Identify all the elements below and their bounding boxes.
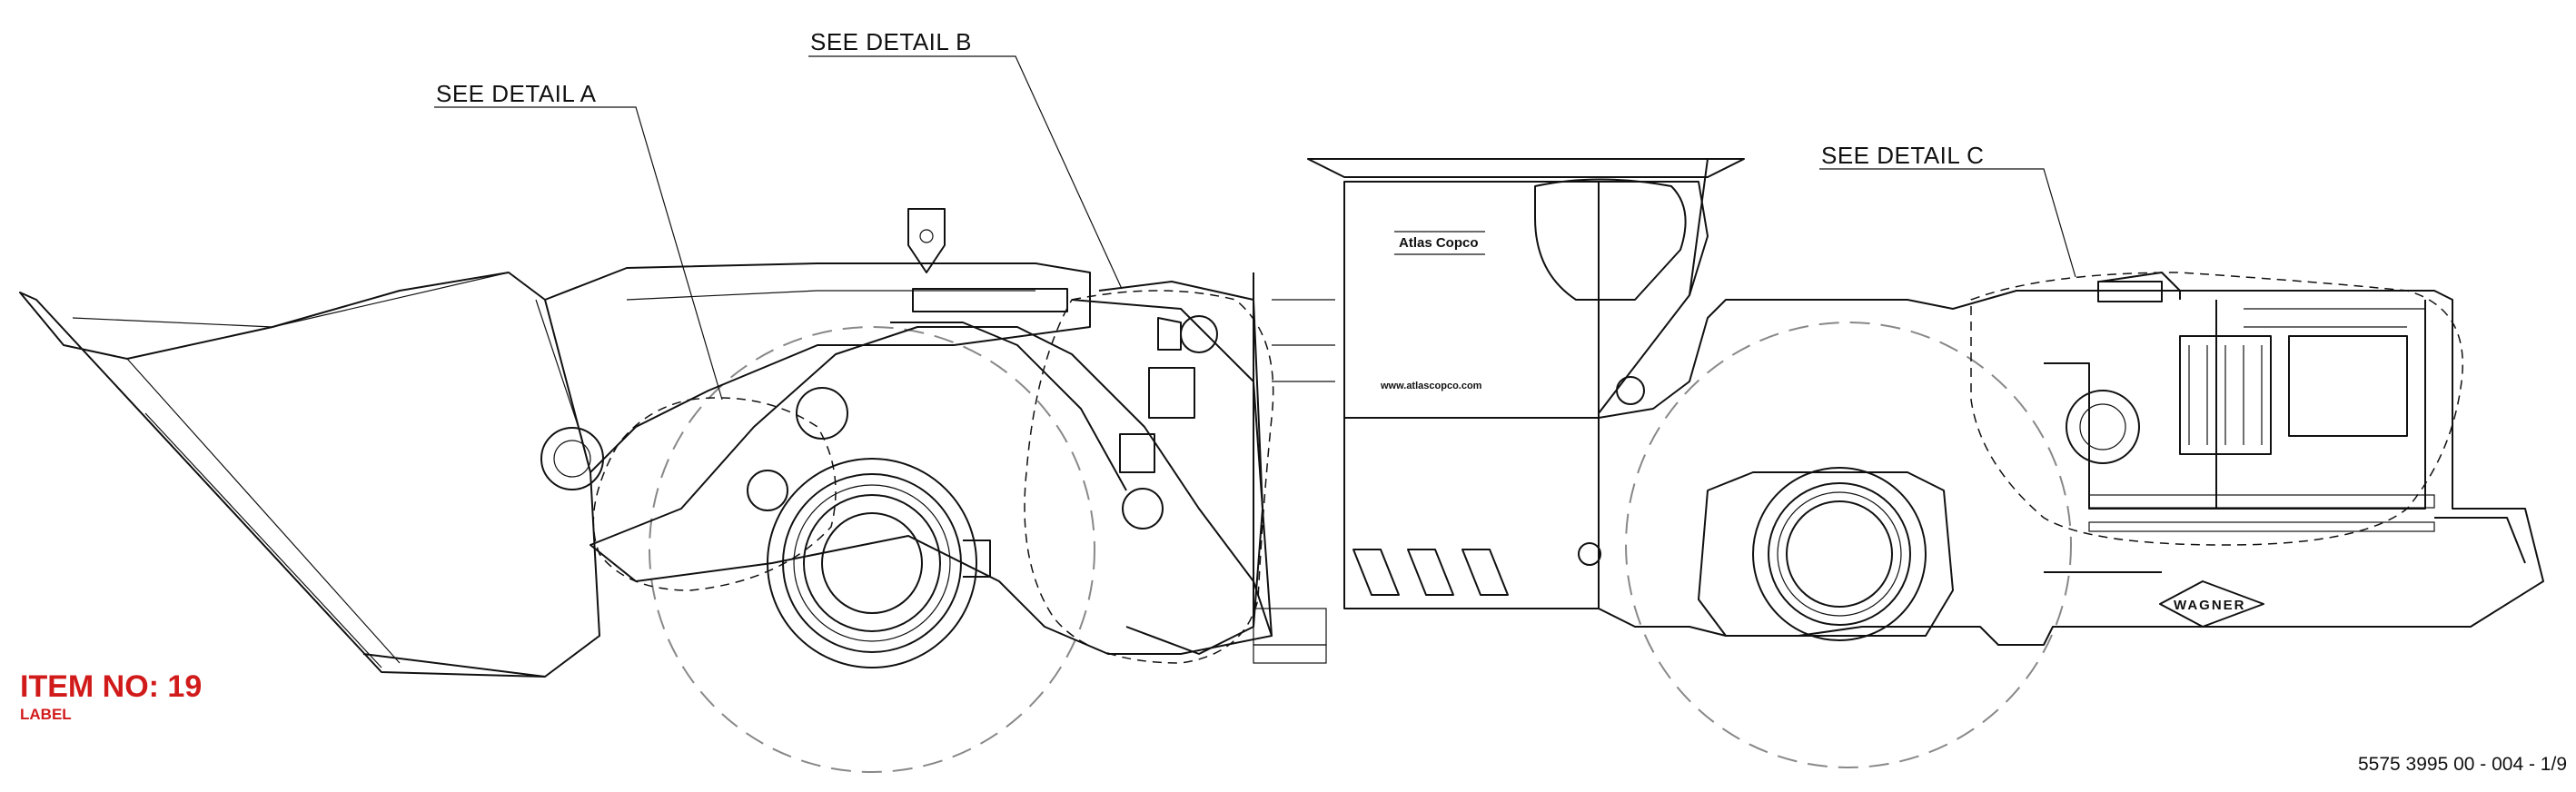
articulation-section [1098,272,1335,664]
phantom-tire-rear [1625,322,2072,768]
callout-detail-c-text: SEE DETAIL C [1821,142,1984,169]
rear-wheel [1698,467,1954,641]
detail-b-outline [1024,290,1274,664]
detail-c-outline [1970,272,2463,546]
callout-detail-a: SEE DETAIL A [434,80,723,401]
front-wheel [767,458,991,668]
front-frame [590,208,1273,655]
item-number: ITEM NO: 19 [20,669,202,704]
item-tag: ITEM NO: 19 LABEL [20,669,202,723]
callout-detail-a-text: SEE DETAIL A [436,80,597,107]
maker-badge-text: WAGNER [2174,598,2246,613]
document-number: 5575 3995 00 - 004 - 1/9 [2358,754,2567,775]
maker-badge: WAGNER [2159,580,2264,628]
item-label: LABEL [20,706,72,723]
callout-detail-b: SEE DETAIL B [808,28,1123,290]
callout-detail-c: SEE DETAIL C [1819,142,2076,278]
callout-detail-b-text: SEE DETAIL B [810,28,972,55]
cab-url-text: www.atlascopco.com [1380,381,1482,391]
phantom-tire-front [649,326,1095,773]
cab-brand-logo: Atlas Copco [1399,235,1479,251]
bucket [19,272,600,678]
detail-a-outline [592,397,837,591]
boom-arm [540,262,1091,511]
rear-frame [1578,272,2544,646]
operator-cab: Atlas Copco www.atlascopco.com [1307,158,1745,609]
